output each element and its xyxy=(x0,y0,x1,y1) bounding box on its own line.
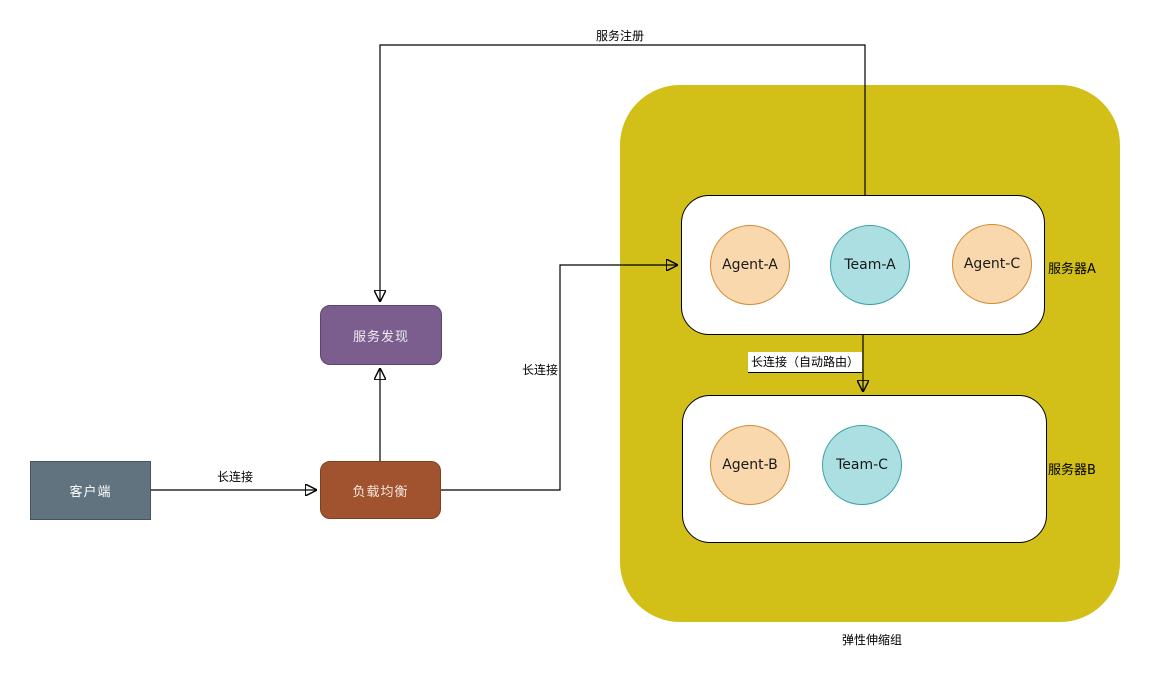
team-a-circle: Team-A xyxy=(830,225,910,305)
client-node: 客户端 xyxy=(30,461,151,520)
agent-b-label: Agent-B xyxy=(722,457,778,473)
agent-c-label: Agent-C xyxy=(963,256,1021,272)
edge-label-service-register: 服务注册 xyxy=(595,29,644,43)
team-c-circle: Team-C xyxy=(822,425,902,505)
load-balancer-node: 负载均衡 xyxy=(320,461,441,519)
server-b-label: 服务器B xyxy=(1048,463,1096,478)
server-a-label: 服务器A xyxy=(1048,262,1096,277)
service-discovery-label: 服务发现 xyxy=(352,329,409,345)
agent-a-circle: Agent-A xyxy=(710,225,790,305)
team-a-label: Team-A xyxy=(844,257,896,273)
agent-c-circle: Agent-C xyxy=(952,224,1032,304)
service-discovery-node: 服务发现 xyxy=(320,305,442,365)
edge-label-long-connection-1: 长连接 xyxy=(216,470,253,484)
elastic-group-label: 弹性伸缩组 xyxy=(841,633,902,647)
team-c-label: Team-C xyxy=(836,457,888,473)
load-balancer-label: 负载均衡 xyxy=(352,484,409,500)
edge-label-long-connection-2: 长连接 xyxy=(521,363,558,377)
client-label: 客户端 xyxy=(69,485,112,500)
agent-a-label: Agent-A xyxy=(722,257,778,273)
agent-b-circle: Agent-B xyxy=(710,425,790,505)
edge-label-auto-route: 长连接（自动路由） xyxy=(748,352,863,373)
